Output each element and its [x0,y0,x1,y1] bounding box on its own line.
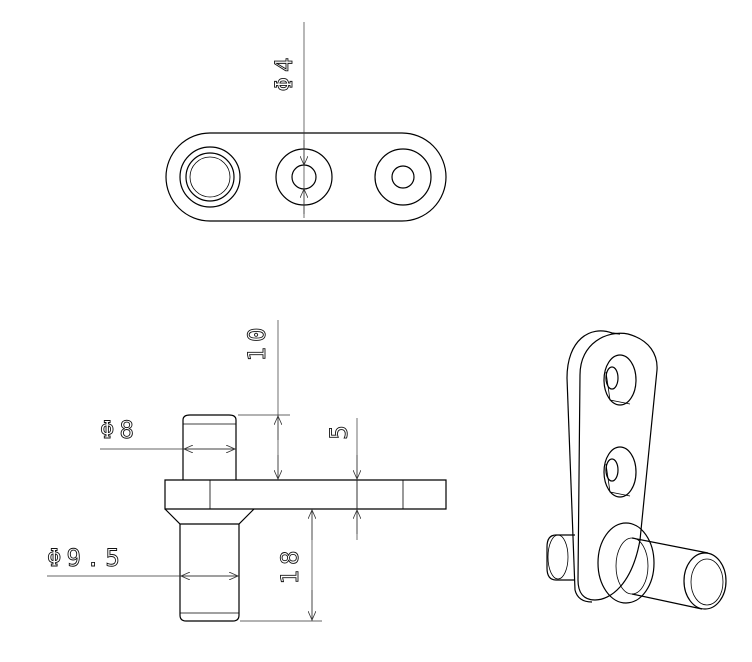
iso-plate-left-back-edge [566,377,576,591]
label-5: 5 [325,420,353,439]
label-phi95: Φ9.5 [47,544,125,572]
top-view-outline [165,132,447,222]
label-18: 18 [276,546,304,585]
iso-hole-1-counterbore [603,354,637,406]
iso-hole-1-depth [605,371,631,405]
label-phi8: Φ8 [100,416,139,444]
iso-shoulder-boss [597,522,655,604]
end-hole [391,165,415,189]
iso-hole-1 [605,366,619,390]
iso-plate-side [566,330,621,379]
isometric-view [546,330,727,610]
label-phi4: Φ4 [270,53,298,92]
plate-outline [164,479,447,510]
lower-pin-outline [179,524,240,622]
top-view: Φ4 [165,22,447,222]
shoulder-outer-circle [179,146,241,208]
iso-hole-2-counterbore [603,446,637,498]
iso-front-pin [631,537,709,610]
pin-circle [185,152,235,202]
iso-back-pin [546,534,575,581]
iso-hole-2 [605,458,619,482]
iso-plate-bottom-side [574,589,593,603]
iso-back-pin-face [547,534,569,580]
front-view: Φ8 Φ9.5 10 5 18 [47,320,447,622]
pin-chamfer-circle [189,156,231,198]
iso-front-pin-chamfer [690,558,724,606]
label-10: 10 [243,323,271,362]
iso-hole-2-depth [605,463,631,497]
iso-shoulder-inner [615,537,649,595]
shoulder-taper [164,508,255,525]
end-hole-counterbore [374,148,432,206]
iso-front-pin-end [683,552,727,610]
top-pin-outline [182,414,237,480]
